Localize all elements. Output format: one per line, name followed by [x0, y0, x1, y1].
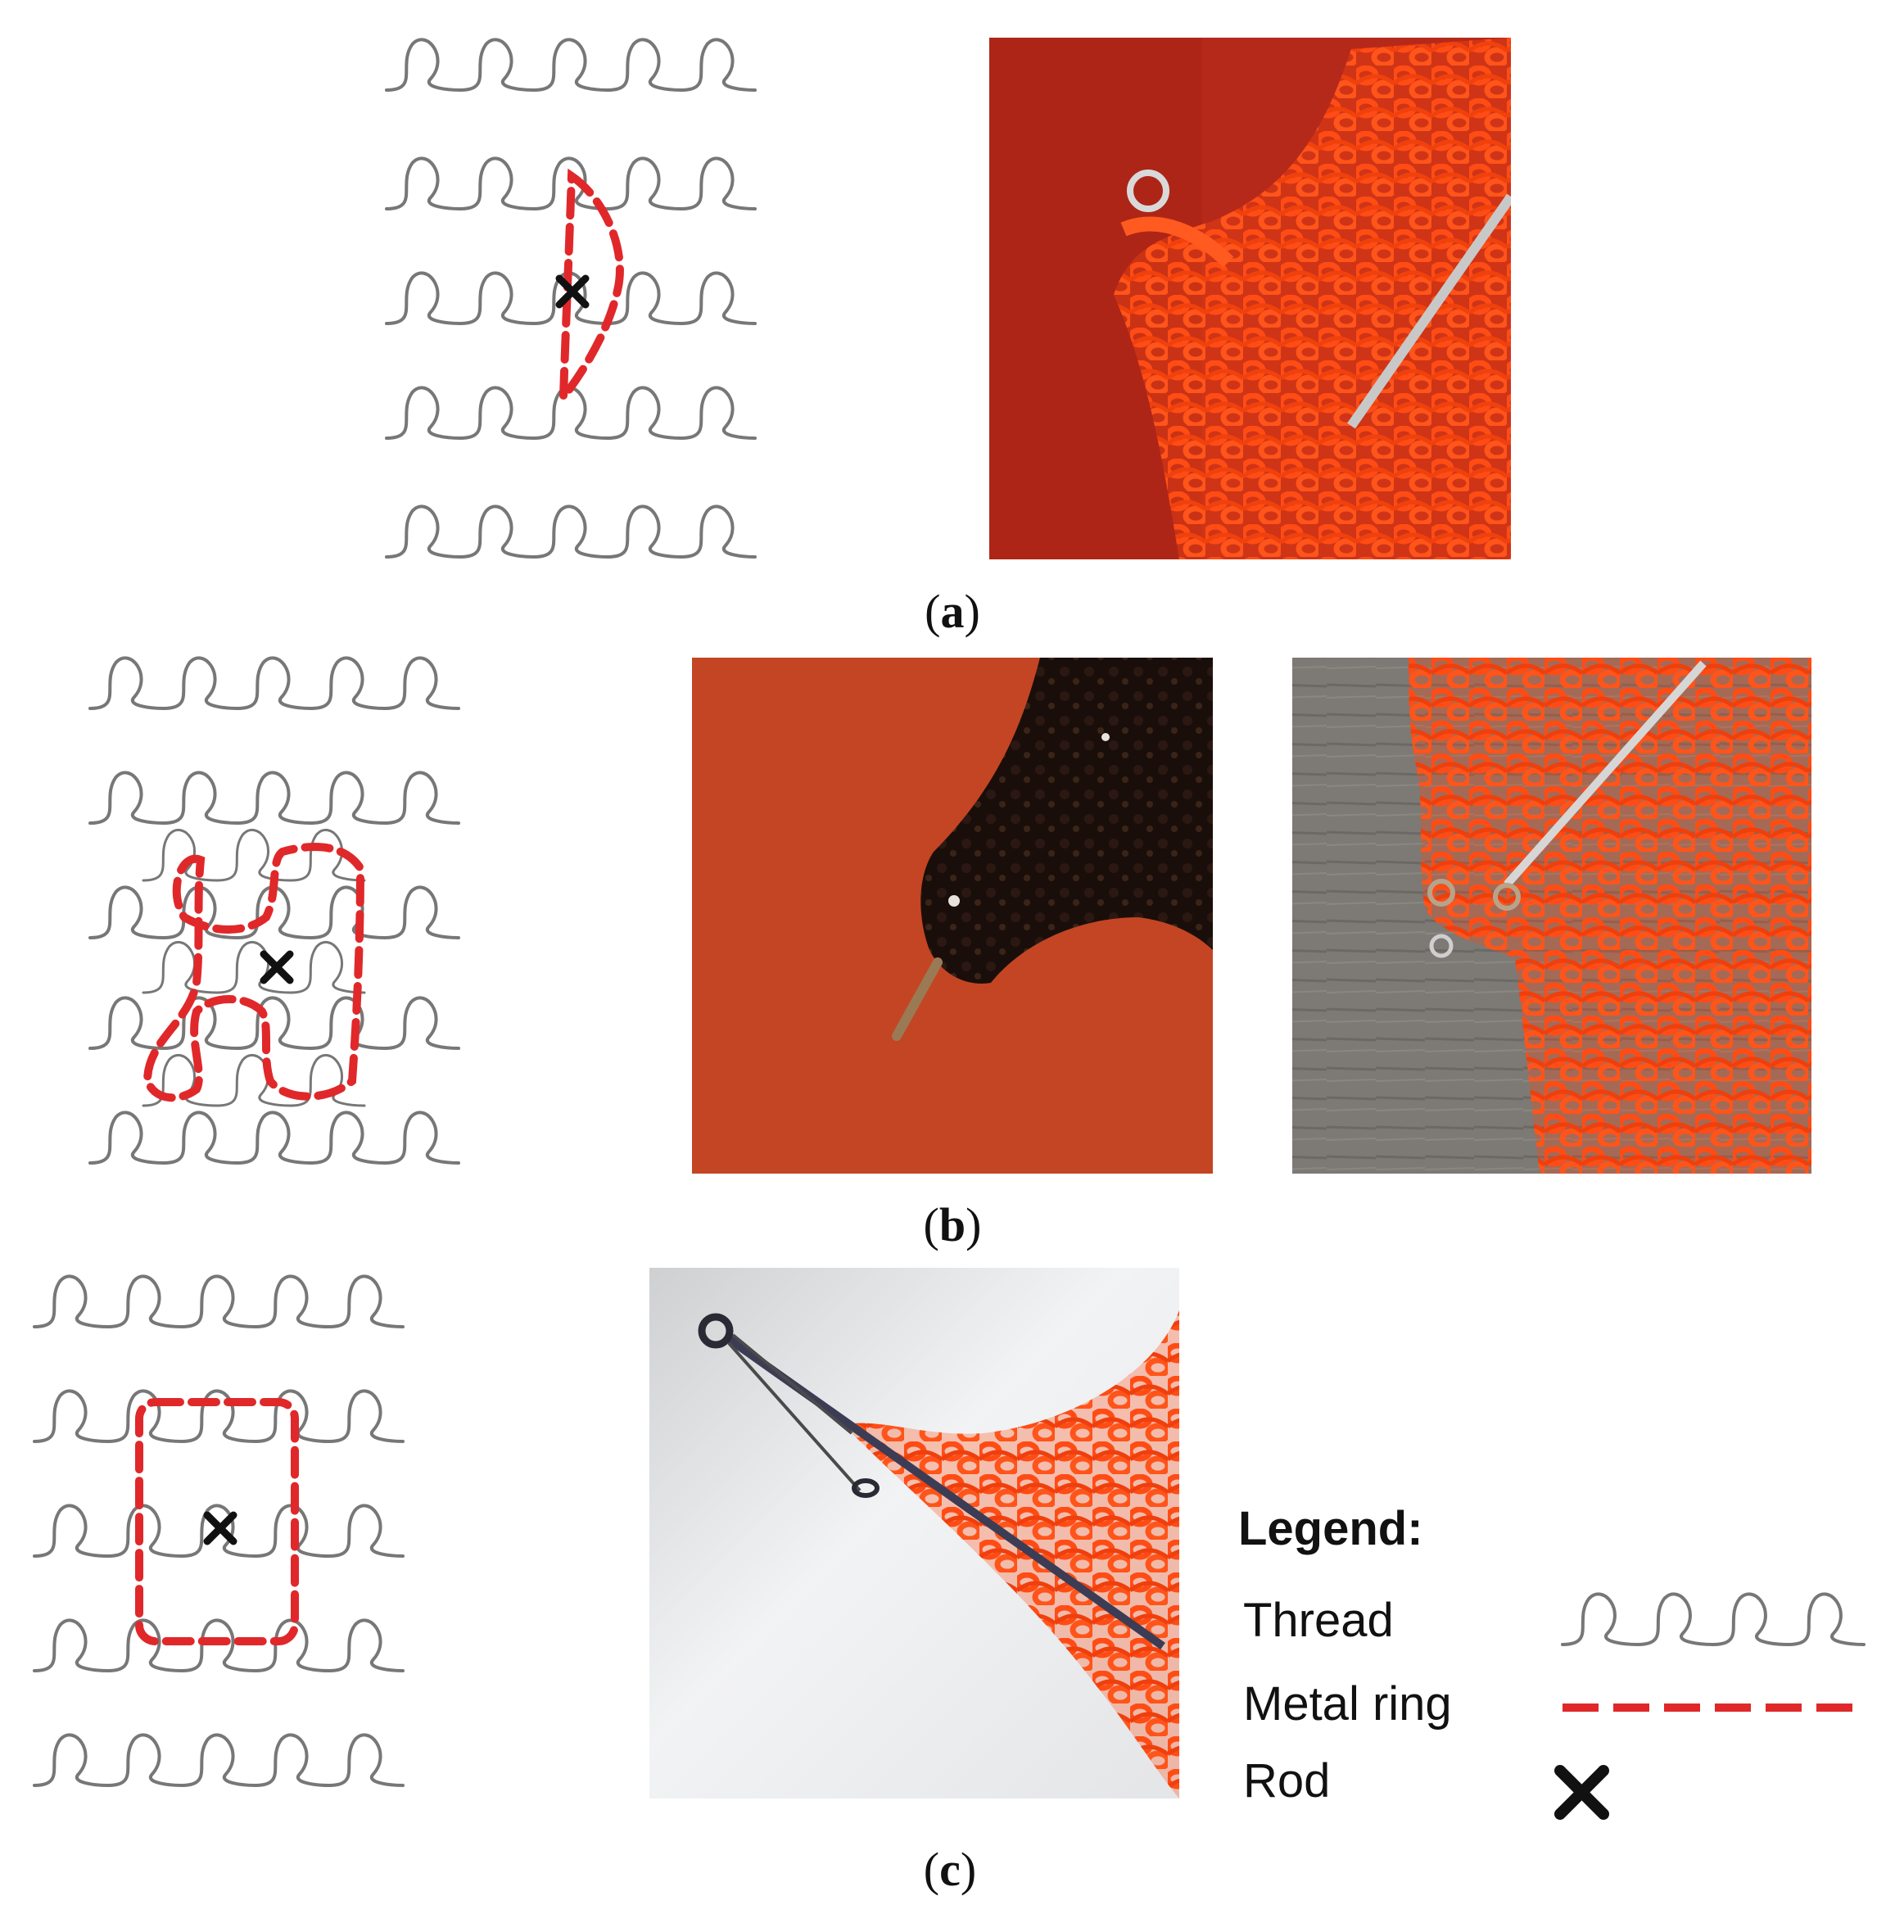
thread-row: [142, 1053, 366, 1107]
thread-row: [33, 1733, 405, 1788]
thread-row: [33, 1504, 405, 1559]
legend-title: Legend:: [1238, 1502, 1423, 1555]
legend-rod-symbol: [1554, 1765, 1609, 1820]
thread-row: [33, 1274, 405, 1329]
panel-b-caption: (b): [924, 1198, 982, 1251]
panel-b-metal-ring: [142, 843, 365, 1102]
panel-b-photo-right: [1292, 658, 1811, 1174]
thread-row: [33, 1618, 405, 1673]
legend-label-thread: Thread: [1243, 1594, 1394, 1647]
panel-c-photo-ring-icon: [698, 1313, 734, 1349]
thread-row: [88, 656, 460, 711]
thread-row: [88, 1111, 460, 1165]
thread-row: [385, 504, 757, 559]
thread-row: [385, 156, 757, 211]
panel-b-photo-left: [692, 658, 1213, 1174]
thread-row: [142, 940, 366, 994]
legend-label-rod: Rod: [1243, 1754, 1330, 1808]
thread-row: [385, 386, 757, 441]
panel-a-photo: [989, 38, 1511, 559]
thread-row: [88, 996, 460, 1051]
panel-c-rod-cross: [203, 1511, 237, 1545]
thread-row: [142, 828, 366, 882]
legend: Legend: Thread Metal ring Rod: [1238, 1502, 1867, 1820]
panel-c-diagram: [33, 1274, 405, 1788]
thread-row: [385, 38, 757, 93]
thread-row: [88, 771, 460, 826]
thread-row: [88, 885, 460, 940]
panel-c-photo: [649, 1268, 1179, 1799]
thread-row: [1561, 1592, 1866, 1647]
panel-c-metal-ring: [135, 1398, 299, 1645]
panel-c-caption: (c): [924, 1843, 976, 1896]
legend-thread-symbol: [1561, 1592, 1866, 1647]
thread-row: [385, 271, 757, 326]
panel-a-caption: (a): [925, 585, 980, 638]
panel-b-diagram: [88, 656, 460, 1165]
panel-a-rod-cross: [555, 274, 590, 309]
panel-a-diagram: [385, 38, 757, 559]
thread-row: [33, 1389, 405, 1444]
panel-a-photo-ring-icon: [1127, 170, 1169, 212]
legend-label-metal-ring: Metal ring: [1243, 1677, 1452, 1731]
panel-b-rod-cross: [260, 950, 294, 984]
